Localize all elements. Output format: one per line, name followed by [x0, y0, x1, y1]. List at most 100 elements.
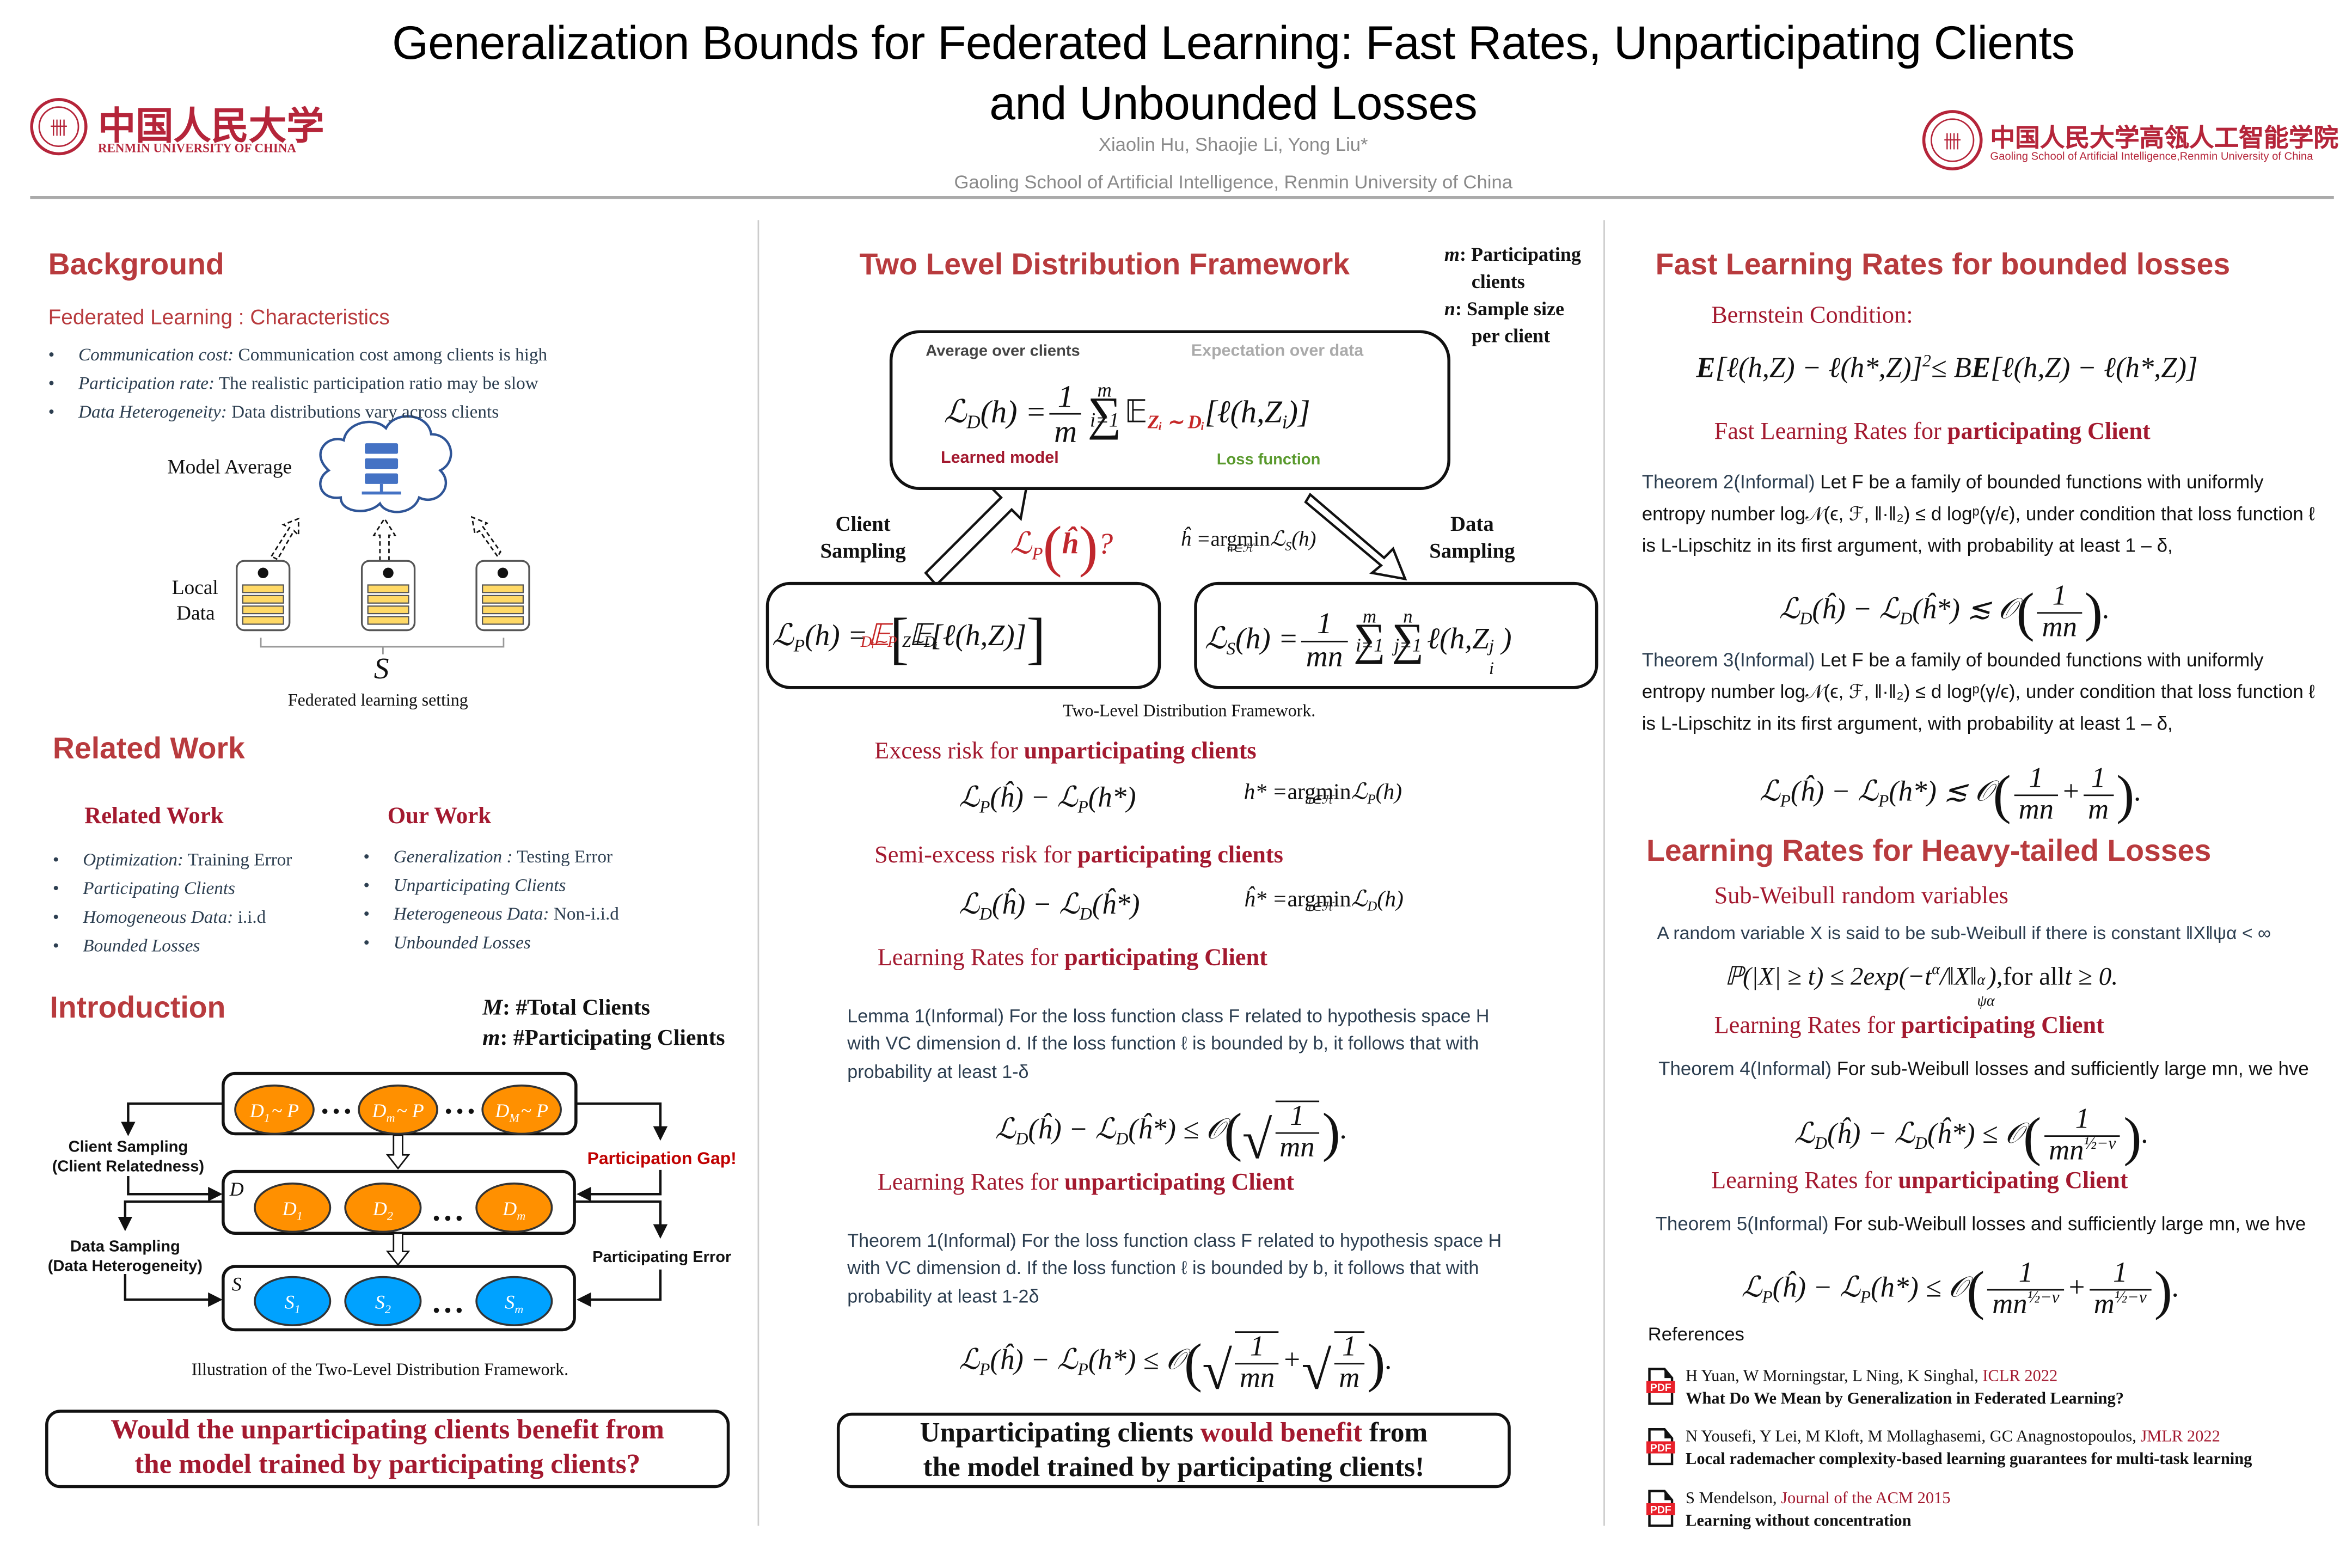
pdf-icon[interactable]: PDF	[1646, 1368, 1675, 1405]
formula-token: for all	[2002, 961, 2065, 991]
formula-token: 1	[2018, 1257, 2033, 1289]
formula-token: ½−ν	[2027, 1289, 2060, 1307]
reference-item[interactable]: H Yuan, W Morningstar, L Ning, K Singhal…	[1686, 1366, 2124, 1411]
formula-token: (ĥ) − ℒ	[990, 782, 1078, 814]
formula-token: √	[1202, 1340, 1232, 1401]
formula-token: m	[2084, 794, 2114, 826]
formula-token: j=1	[1394, 635, 1422, 657]
formula-token: (ĥ) − ℒ	[1812, 594, 1900, 626]
formula-token: mn	[1239, 1363, 1275, 1395]
formula-token: /‖X‖	[1940, 961, 1977, 991]
base: D	[249, 1100, 264, 1122]
formula-token: h∈ℋ	[1227, 541, 1253, 554]
formula-token: D	[1367, 899, 1377, 914]
formula-token: m	[1362, 607, 1377, 628]
reference-item[interactable]: N Yousefi, Y Lei, M Kloft, M Mollaghasem…	[1686, 1426, 2252, 1472]
M-sym: M	[482, 996, 503, 1021]
formula-token: ℒ	[1270, 529, 1285, 552]
data-sampling-2: Sampling	[1429, 541, 1515, 564]
sub: M	[509, 1111, 520, 1124]
formula-token: P	[1367, 792, 1376, 807]
theorem5-text: Theorem 5(Informal) For sub-Weibull loss…	[1656, 1209, 2306, 1241]
formula-token: n∑j=1	[1392, 607, 1424, 666]
reference-venue[interactable]: ICLR 2022	[1982, 1367, 2058, 1386]
excess-plain: Excess risk for	[874, 738, 1024, 764]
formula-token: 1	[1057, 378, 1074, 415]
sub: 1	[264, 1111, 270, 1124]
formula-token: argmin	[1211, 529, 1270, 553]
formula-token: h∈ℋ	[1305, 900, 1333, 914]
formula-token: 1	[2029, 763, 2043, 795]
reference-title[interactable]: Learning without concentration	[1685, 1512, 1912, 1530]
formula-token: )	[2084, 582, 2103, 642]
formula-token: ?	[1098, 527, 1113, 561]
fast-rates-heading: Fast Learning Rates for bounded losses	[1655, 248, 2231, 282]
formula-token: (h) =	[980, 393, 1047, 430]
ld-definition-box	[889, 330, 1450, 490]
formula-token: m∑i=1	[1353, 607, 1386, 666]
excess-risk-formula: ℒP(ĥ) − ℒP(h*)	[959, 781, 1136, 817]
theorem1-text: Theorem 1(Informal) For the loss functio…	[847, 1230, 1502, 1307]
formula-token: h* =	[1244, 781, 1288, 805]
reference-title[interactable]: What Do We Mean by Generalization in Fed…	[1685, 1390, 2124, 1408]
set-s-label: S	[232, 1273, 242, 1295]
our-work-bullet: •Unparticipating Clients	[363, 874, 566, 896]
data-heterogeneity-label: (Data Heterogeneity)	[48, 1257, 203, 1275]
node-s2: S2	[375, 1291, 391, 1316]
references-heading: References	[1647, 1324, 1744, 1345]
formula-token: m	[2088, 794, 2109, 826]
base: D	[502, 1198, 517, 1220]
node-d2: D2	[372, 1198, 393, 1222]
related-bullet: •Optimization: Training Error	[52, 849, 292, 870]
pdf-icon[interactable]: PDF	[1646, 1490, 1675, 1527]
formula-token: P	[1860, 1288, 1871, 1306]
formula-token: P	[793, 634, 805, 656]
m-sym: m	[482, 1026, 500, 1051]
reference-title[interactable]: Local rademacher complexity-based learni…	[1685, 1450, 2252, 1469]
formula-token: P	[1780, 793, 1791, 812]
client-sampling-1: Client	[835, 514, 891, 537]
lp-hhat-question: ℒP(ĥ) ?	[1010, 519, 1113, 576]
formula-token: P	[979, 1362, 990, 1380]
formula-token: 𝔼	[909, 619, 931, 653]
formula-token: (	[1224, 1102, 1242, 1163]
conclusion-c: from	[1362, 1418, 1428, 1449]
base: S	[285, 1291, 295, 1313]
label: Generalization :	[393, 846, 513, 867]
formula-token: ℒ	[959, 889, 980, 921]
semi-excess-formula: ℒD(ĥ) − ℒD(ĥ*)	[959, 888, 1140, 924]
formula-token: 1	[2044, 1105, 2121, 1137]
pdf-icon[interactable]: PDF	[1646, 1428, 1675, 1466]
formula-token: m	[1334, 1364, 1364, 1394]
formula-token: D	[1080, 906, 1092, 924]
related-bullet: •Participating Clients	[52, 877, 235, 899]
formula-token: (h*)	[1088, 782, 1136, 814]
formula-token: D	[1116, 1131, 1129, 1149]
formula-token: 1	[1342, 1331, 1357, 1363]
theorem3-label: Theorem 3(Informal)	[1641, 650, 1815, 671]
node-d1-p: D1~ P	[249, 1100, 299, 1124]
formula-token: mn	[1306, 640, 1343, 674]
reference-venue[interactable]: JMLR 2022	[2140, 1428, 2220, 1446]
poster-title-line1: Generalization Bounds for Federated Lear…	[392, 16, 2075, 70]
formula-token: D	[1367, 898, 1377, 914]
formula-token: (ĥ) − ℒ	[1772, 1272, 1860, 1304]
theorem4-label: Theorem 4(Informal)	[1658, 1058, 1832, 1080]
sub: m	[517, 1209, 525, 1222]
participating-error-label: Participating Error	[592, 1248, 731, 1266]
our-work-bullet: •Unbounded Losses	[363, 932, 531, 953]
two-level-diagram: D1~ P Dm~ P DM~ P D1 D2 Dm S1 S2 Sm D S …	[48, 1071, 737, 1332]
formula-token: +	[1282, 1345, 1302, 1377]
reference-venue[interactable]: Journal of the ACM 2015	[1781, 1489, 1951, 1508]
framework-arrows	[924, 484, 1407, 587]
lr-unpart-plain: Learning Rates for	[877, 1169, 1064, 1196]
formula-token: (ĥ) − ℒ	[1790, 776, 1878, 808]
formula-token: t ≥ 0.	[2065, 961, 2118, 991]
